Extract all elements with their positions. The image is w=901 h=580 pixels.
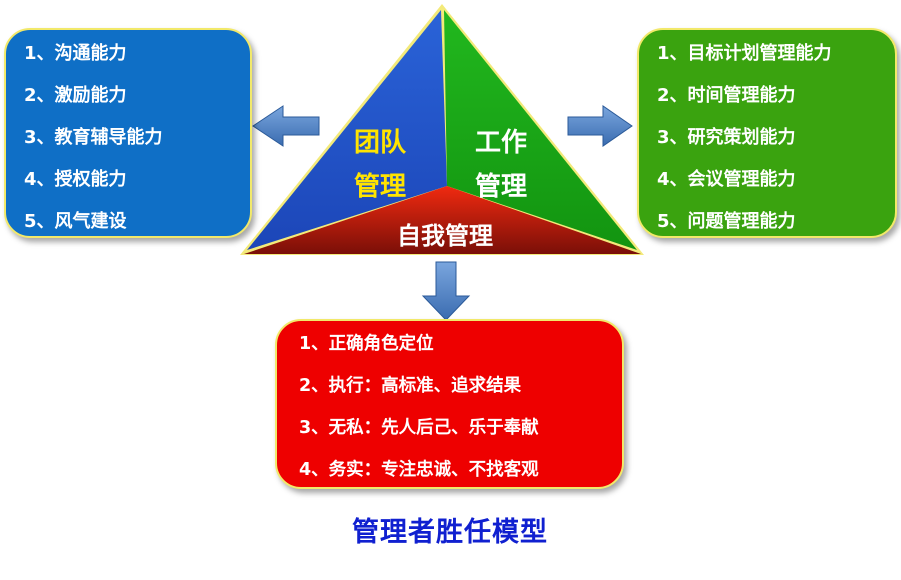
self-management-label: 自我管理: [397, 222, 493, 250]
list-item: 3、研究策划能力: [657, 127, 796, 148]
team-management-label-2: 管理: [353, 172, 406, 202]
self-management-box: 1、正确角色定位 2、执行：高标准、追求结果 3、无私：先人后己、乐于奉献 4、…: [275, 319, 624, 489]
team-management-box: 1、沟通能力 2、激励能力 3、教育辅导能力 4、授权能力 5、风气建设: [4, 28, 252, 238]
self-face: [244, 186, 641, 254]
team-management-label: 团队: [353, 128, 406, 158]
arrow-right-icon: [567, 105, 633, 147]
arrow-down-icon: [421, 261, 471, 321]
work-management-label: 工作: [474, 128, 527, 158]
list-item: 2、激励能力: [24, 85, 127, 106]
work-management-box: 1、目标计划管理能力 2、时间管理能力 3、研究策划能力 4、会议管理能力 5、…: [637, 28, 897, 238]
page-title: 管理者胜任模型: [352, 517, 548, 548]
work-face: [444, 10, 637, 250]
list-item: 4、会议管理能力: [657, 169, 796, 190]
list-item: 1、正确角色定位: [299, 334, 434, 354]
list-item: 2、时间管理能力: [657, 85, 796, 106]
list-item: 3、教育辅导能力: [24, 127, 163, 148]
list-item: 5、问题管理能力: [657, 211, 796, 232]
team-face: [247, 10, 447, 250]
list-item: 4、务实：专注忠诚、不找客观: [299, 460, 539, 480]
list-item: 5、风气建设: [24, 211, 127, 232]
list-item: 4、授权能力: [24, 169, 127, 190]
arrow-left-icon: [252, 105, 320, 147]
list-item: 1、目标计划管理能力: [657, 43, 832, 64]
list-item: 2、执行：高标准、追求结果: [299, 376, 522, 396]
list-item: 1、沟通能力: [24, 43, 127, 64]
list-item: 3、无私：先人后己、乐于奉献: [299, 418, 539, 438]
work-management-label-2: 管理: [474, 172, 527, 202]
